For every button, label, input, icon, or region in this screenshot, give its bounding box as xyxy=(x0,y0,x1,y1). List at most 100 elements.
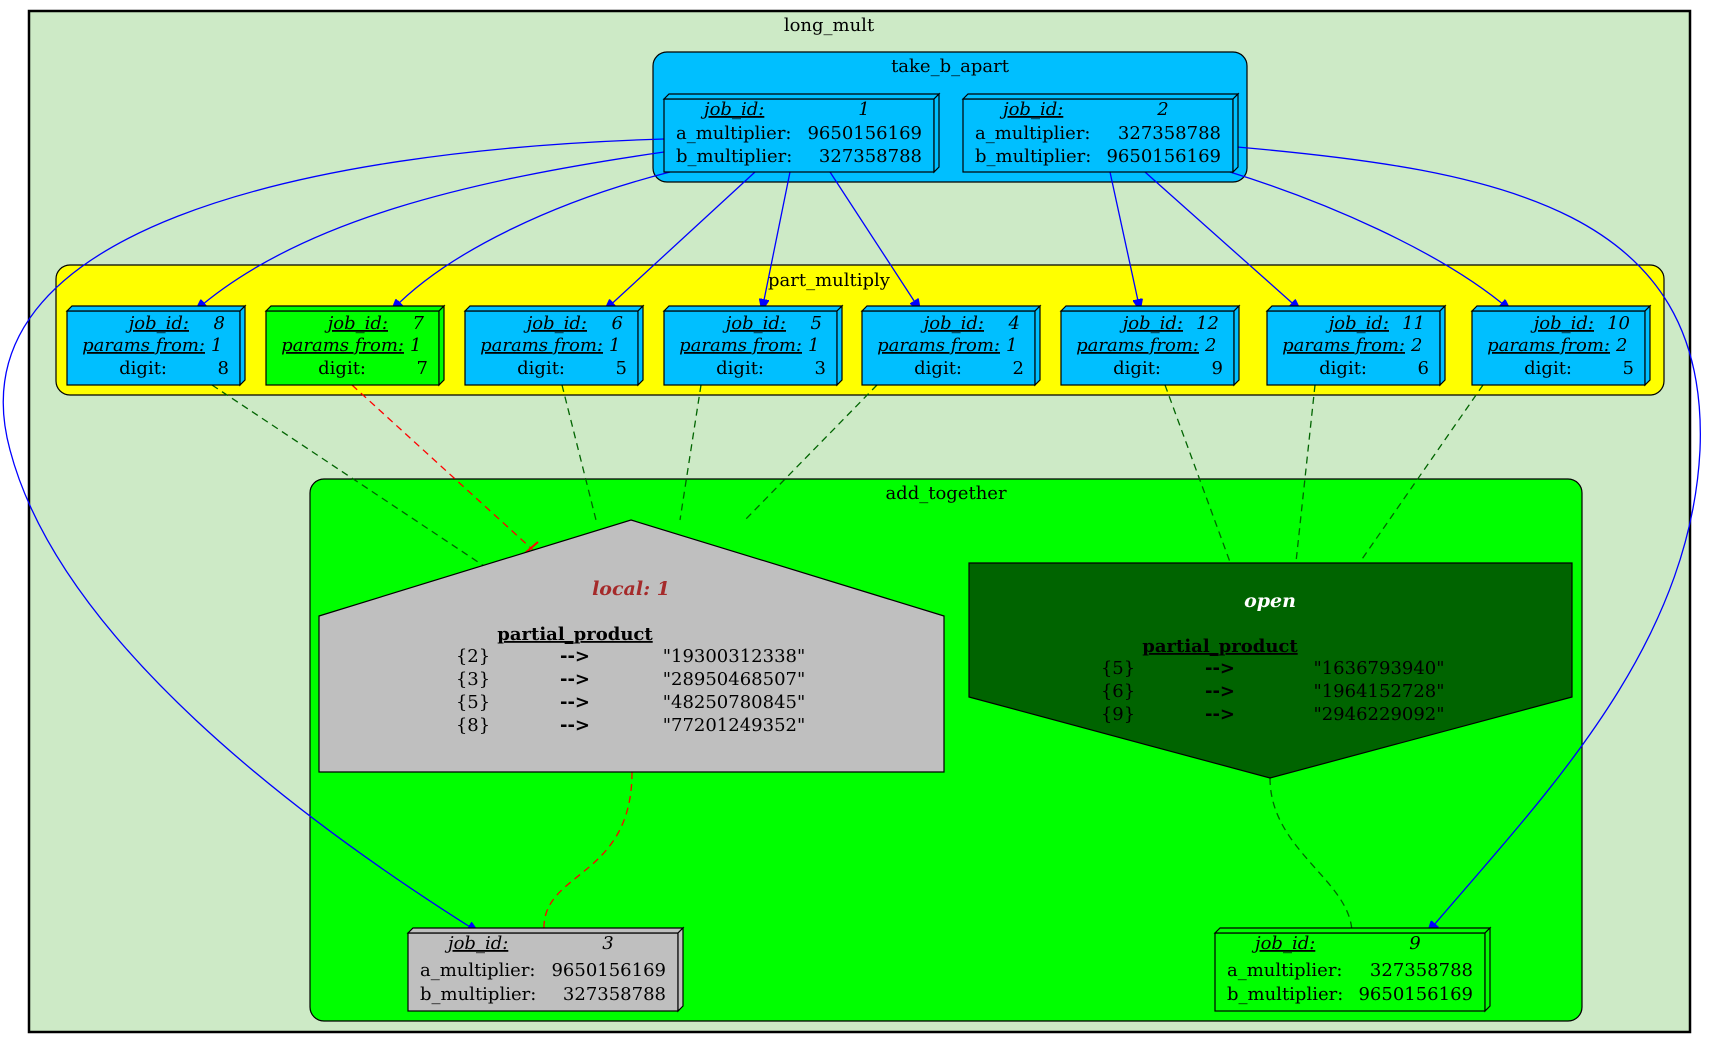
params-from-value: 2 xyxy=(1615,335,1627,356)
edge-2-to-10 xyxy=(1229,171,1510,310)
job-id-value: 6 xyxy=(612,313,623,334)
params-from-value: 1 xyxy=(1006,335,1017,356)
digit-label: digit: xyxy=(1319,358,1367,379)
local-accumulator-header: partial_product xyxy=(497,624,653,645)
job-id-value: 5 xyxy=(811,313,822,334)
edge-1-to-3 xyxy=(2,138,665,932)
edge-1-to-5 xyxy=(762,171,791,310)
params-from-value: 1 xyxy=(609,335,620,356)
edges-red xyxy=(351,384,633,933)
edge-1-to-6 xyxy=(605,171,756,310)
params-from-value: 1 xyxy=(410,335,421,356)
job-node-1[interactable]: job_id:1a_multiplier:9650156169b_multipl… xyxy=(662,92,941,174)
local-accumulator-rows: {2}-->"19300312338"{3}-->"28950468507"{5… xyxy=(456,646,805,736)
row-key: {5} xyxy=(1101,658,1135,679)
row-value: "48250780845" xyxy=(663,692,806,713)
job-id-label: job_id: xyxy=(722,313,786,334)
edge-1-to-8 xyxy=(196,151,665,310)
edge-12-to-open xyxy=(1164,384,1231,563)
job-id-value: 12 xyxy=(1196,313,1219,334)
a-multiplier-label: a_multiplier: xyxy=(975,123,1091,144)
a-multiplier-label: a_multiplier: xyxy=(420,960,536,981)
a-multiplier-label: a_multiplier: xyxy=(676,123,792,144)
a-multiplier-value: 9650156169 xyxy=(807,123,922,144)
add-together-jobs: job_id:3a_multiplier:9650156169b_multipl… xyxy=(406,926,1492,1013)
b-multiplier-label: b_multiplier: xyxy=(420,984,536,1005)
row-key: {6} xyxy=(1101,681,1135,702)
edge-11-to-open xyxy=(1295,384,1316,563)
params-from-value: 1 xyxy=(211,335,222,356)
job-id-label: job_id: xyxy=(125,313,189,334)
edge-1-to-7 xyxy=(392,171,671,310)
b-multiplier-value: 327358788 xyxy=(819,146,922,167)
job-id-label: job_id: xyxy=(999,99,1063,120)
take-b-apart-jobs: job_id: 1 a_multiplier: 9650156169 b_multipl… xyxy=(662,92,1240,174)
digit-label: digit: xyxy=(914,358,962,379)
accumulator-row: {5} --> "48250780845" xyxy=(456,692,805,713)
accumulator-row: {9}-->"2946229092" xyxy=(1101,704,1445,725)
job-id-value: 11 xyxy=(1402,313,1425,334)
digit-value: 8 xyxy=(218,358,229,379)
params-from-value: 2 xyxy=(1204,335,1216,356)
open-accumulator-header: partial_product xyxy=(1142,636,1298,657)
cluster-take-b-apart-label: take_b_apart xyxy=(891,56,1010,77)
accumulator-row: {3}-->"28950468507" xyxy=(456,669,805,690)
row-arrow: --> xyxy=(1205,704,1235,725)
cluster-part-multiply-label: part_multiply xyxy=(768,270,891,291)
b-multiplier-label: b_multiplier: xyxy=(975,146,1091,167)
row-value: "2946229092" xyxy=(1313,704,1444,725)
cluster-long-mult-label: long_mult xyxy=(784,15,875,36)
job-node-9[interactable]: job_id:9a_multiplier:327358788b_multipli… xyxy=(1213,926,1492,1013)
cluster-part-multiply: part_multiply xyxy=(55,264,1665,396)
job-node-3[interactable]: job_id:3a_multiplier:9650156169b_multipl… xyxy=(406,926,685,1013)
row-key: {5} xyxy=(456,692,490,713)
row-value: "77201249352" xyxy=(663,715,806,736)
job-id-value: 10 xyxy=(1607,313,1630,334)
cluster-add-together-label: add_together xyxy=(885,483,1007,504)
job-id-value: 7 xyxy=(413,313,425,334)
digit-value: 5 xyxy=(616,358,627,379)
params-from-label: params from: xyxy=(877,335,1000,356)
local-accumulator: local: 1 partial_product {2}-->"19300312… xyxy=(318,519,945,773)
edge-7-to-local xyxy=(351,384,534,551)
b-multiplier-value: 9650156169 xyxy=(1106,146,1221,167)
row-arrow: --> xyxy=(1205,681,1235,702)
job-id-value: 3 xyxy=(602,933,613,954)
row-arrow: --> xyxy=(560,715,590,736)
row-arrow: --> xyxy=(560,692,590,713)
digit-label: digit: xyxy=(1113,358,1161,379)
row-key: {2} xyxy=(456,646,490,667)
job-id-label: job_id: xyxy=(1119,313,1183,334)
a-multiplier-value: 327358788 xyxy=(1118,123,1221,144)
params-from-label: params from: xyxy=(480,335,603,356)
job-id-value: 2 xyxy=(1156,99,1168,120)
accumulator-row: {5}-->"1636793940" xyxy=(1101,658,1445,679)
job-id-label: job_id: xyxy=(523,313,587,334)
accumulator-row: {6} --> "1964152728" xyxy=(1101,681,1445,702)
edges-blue xyxy=(2,138,1701,932)
row-arrow: --> xyxy=(1205,658,1235,679)
job-id-label: job_id: xyxy=(1251,933,1315,954)
row-value: "1964152728" xyxy=(1313,681,1444,702)
job-id-value: 1 xyxy=(858,99,869,120)
job-node-2[interactable]: job_id: 2 a_multiplier: 327358788 b_multipli… xyxy=(961,92,1240,174)
row-value: "28950468507" xyxy=(663,669,806,690)
job-id-label: job_id: xyxy=(920,313,984,334)
params-from-label: params from: xyxy=(1076,335,1199,356)
accumulator-row: {2}-->"19300312338" xyxy=(456,646,805,667)
params-from-label: params from: xyxy=(1282,335,1405,356)
edge-1-to-4 xyxy=(829,171,920,310)
digit-value: 5 xyxy=(1623,358,1634,379)
job-id-value: 9 xyxy=(1409,933,1420,954)
edge-open-to-9 xyxy=(1269,777,1353,933)
job-id-value: 4 xyxy=(1008,313,1020,334)
params-from-label: params from: xyxy=(82,335,205,356)
